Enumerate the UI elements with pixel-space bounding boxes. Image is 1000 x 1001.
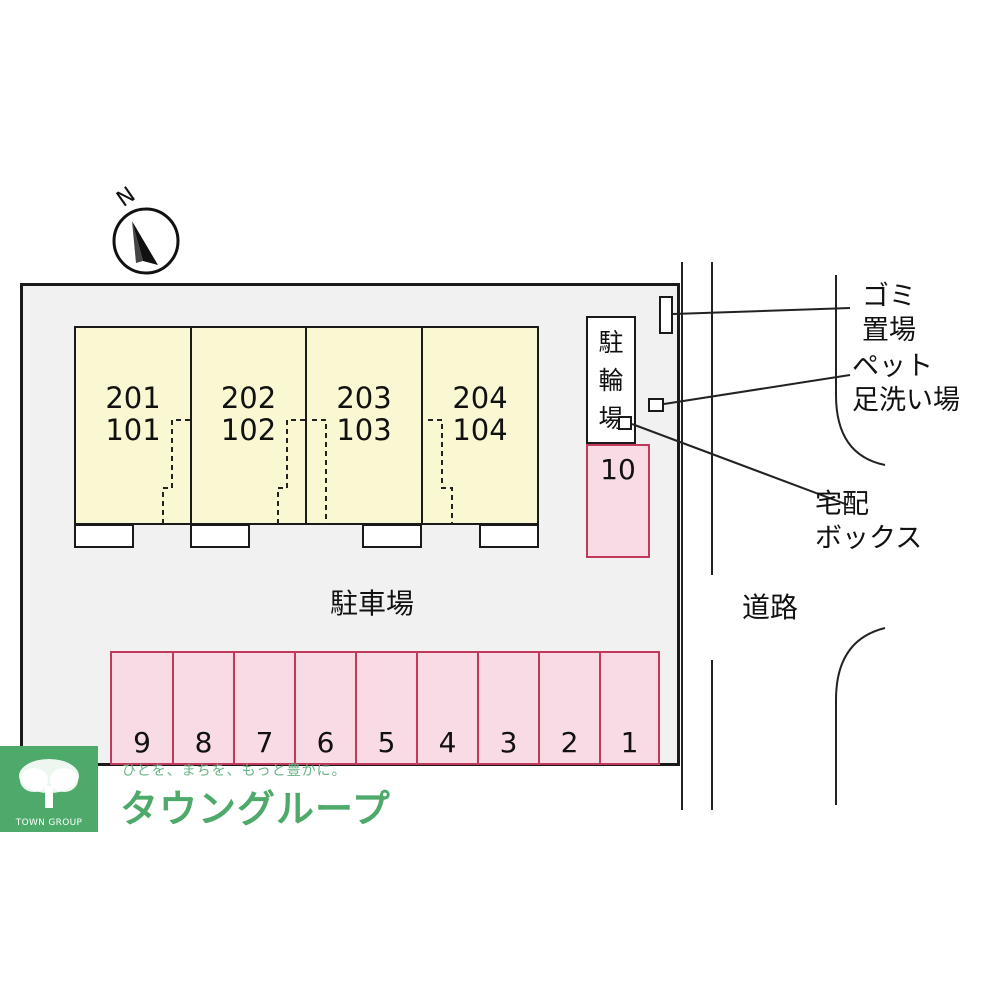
unit-number-upper: 201 (105, 381, 161, 415)
parking-space-number: 2 (560, 726, 579, 759)
building-unit-201-101: 201 101 (74, 326, 192, 525)
parking-area-label: 駐車場 (330, 587, 415, 620)
unit-number-upper: 203 (336, 381, 392, 415)
pet-wash-label: ペット 足洗い場 (852, 350, 960, 418)
brand-logo: TOWN GROUP (0, 746, 98, 832)
garbage-area-text: ゴミ 置場 (862, 281, 916, 346)
entrance-step (362, 524, 422, 548)
building-unit-204-104: 204 104 (421, 326, 539, 525)
parking-space-7: 7 (233, 651, 296, 765)
parking-space-9: 9 (110, 651, 174, 765)
parking-space-number: 7 (255, 726, 274, 759)
brand-tagline: ひとを、まちを、もっと豊かに。 (122, 763, 347, 779)
parking-space-4: 4 (416, 651, 479, 765)
entrance-step (74, 524, 134, 548)
pet-wash-text: ペット 足洗い場 (852, 351, 960, 416)
parking-space-10: 10 (586, 444, 650, 558)
tree-icon (19, 759, 79, 808)
logo-text: TOWN GROUP (15, 818, 83, 828)
garbage-area-box (659, 296, 673, 334)
parking-space-number: 5 (377, 726, 396, 759)
bicycle-parking: 駐輪場 (586, 316, 636, 444)
unit-number-lower: 102 (220, 413, 277, 447)
parking-space-number: 3 (499, 726, 518, 759)
brand-name: タウングループ (120, 787, 391, 831)
parking-space-number: 1 (620, 726, 639, 759)
road-label: 道路 (742, 591, 799, 624)
entrance-step (479, 524, 539, 548)
pet-wash-box (648, 398, 664, 412)
delivery-box-marker (618, 416, 632, 430)
parking-space-1: 1 (599, 651, 660, 765)
unit-number-lower: 103 (336, 413, 392, 447)
compass: N (110, 183, 185, 275)
parking-space-number: 9 (133, 726, 151, 759)
unit-number-upper: 204 (452, 381, 508, 415)
building-unit-202-102: 202 102 (190, 326, 307, 525)
entrance-step (190, 524, 250, 548)
unit-number-lower: 104 (452, 413, 508, 447)
parking-space-number: 6 (316, 726, 335, 759)
delivery-box-text: 宅配 ボックス (815, 489, 923, 554)
parking-space-number: 8 (194, 726, 213, 759)
garbage-area-label: ゴミ 置場 (862, 280, 916, 348)
unit-number-upper: 202 (220, 381, 277, 415)
parking-space-number: 10 (600, 453, 636, 486)
unit-number-lower: 101 (105, 413, 161, 447)
parking-space-8: 8 (172, 651, 235, 765)
building-unit-203-103: 203 103 (305, 326, 423, 525)
compass-icon (112, 207, 180, 275)
delivery-box-label: 宅配 ボックス (815, 488, 922, 556)
parking-space-number: 4 (438, 726, 457, 759)
parking-space-5: 5 (355, 651, 418, 765)
